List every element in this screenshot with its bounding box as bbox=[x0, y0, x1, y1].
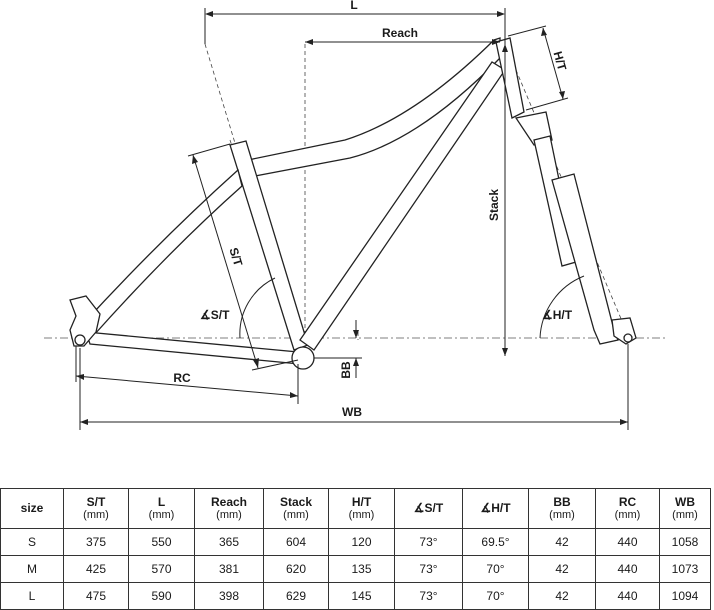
label-ht: H/T bbox=[550, 50, 569, 73]
cell-wb: 1058 bbox=[659, 528, 711, 556]
cell-reach: 365 bbox=[194, 528, 264, 556]
cell-st: 375 bbox=[63, 528, 129, 556]
geometry-table: size S/T(mm) L(mm) Reach(mm) Stack(mm) H… bbox=[0, 488, 711, 610]
angle-st: ∡S/T bbox=[200, 277, 276, 339]
label-reach: Reach bbox=[382, 26, 418, 40]
dimension-reach: Reach bbox=[305, 26, 500, 45]
col-ht: H/T(mm) bbox=[328, 488, 395, 529]
table-row: S 375 550 365 604 120 73° 69.5° 42 440 1… bbox=[0, 528, 711, 556]
col-reach: Reach(mm) bbox=[194, 488, 264, 529]
col-st-angle: ∡S/T bbox=[394, 488, 463, 529]
label-rc: RC bbox=[173, 371, 191, 385]
col-bb: BB(mm) bbox=[528, 488, 596, 529]
table-header-row: size S/T(mm) L(mm) Reach(mm) Stack(mm) H… bbox=[0, 488, 711, 529]
label-st-angle: ∡S/T bbox=[200, 308, 230, 322]
cell-size: L bbox=[0, 582, 64, 610]
col-l: L(mm) bbox=[128, 488, 195, 529]
label-ht-angle: ∡H/T bbox=[542, 308, 573, 322]
col-size: size bbox=[0, 488, 64, 529]
cell-ht: 145 bbox=[328, 582, 395, 610]
col-rc: RC(mm) bbox=[595, 488, 660, 529]
cell-ht-angle: 70° bbox=[462, 555, 529, 583]
cell-ht-angle: 70° bbox=[462, 582, 529, 610]
dimension-ht: H/T bbox=[507, 25, 569, 111]
cell-ht: 135 bbox=[328, 555, 395, 583]
bike-geometry-diagram: L Reach H/T Stack S/T ∡S/T bbox=[44, 0, 668, 430]
label-bb: BB bbox=[339, 361, 353, 379]
label-l: L bbox=[350, 0, 357, 12]
cell-ht: 120 bbox=[328, 528, 395, 556]
dimension-l: L bbox=[204, 0, 506, 44]
label-st: S/T bbox=[226, 246, 245, 269]
cell-bb: 42 bbox=[528, 528, 596, 556]
cell-size: M bbox=[0, 555, 64, 583]
cell-bb: 42 bbox=[528, 555, 596, 583]
cell-bb: 42 bbox=[528, 582, 596, 610]
cell-ht-angle: 69.5° bbox=[462, 528, 529, 556]
angle-ht: ∡H/T bbox=[539, 275, 585, 339]
label-wb: WB bbox=[342, 405, 362, 419]
cell-size: S bbox=[0, 528, 64, 556]
cell-st-angle: 73° bbox=[394, 582, 463, 610]
cell-reach: 398 bbox=[194, 582, 264, 610]
cell-rc: 440 bbox=[595, 555, 660, 583]
cell-stack: 629 bbox=[263, 582, 329, 610]
cell-stack: 620 bbox=[263, 555, 329, 583]
cell-stack: 604 bbox=[263, 528, 329, 556]
cell-l: 570 bbox=[128, 555, 195, 583]
col-stack: Stack(mm) bbox=[263, 488, 329, 529]
cell-st-angle: 73° bbox=[394, 555, 463, 583]
dimension-st: S/T bbox=[187, 143, 299, 371]
col-st: S/T(mm) bbox=[63, 488, 129, 529]
col-wb: WB(mm) bbox=[659, 488, 711, 529]
cell-wb: 1073 bbox=[659, 555, 711, 583]
cell-st: 475 bbox=[63, 582, 129, 610]
suspension-fork bbox=[514, 111, 637, 345]
dimension-stack: Stack bbox=[487, 44, 508, 356]
col-ht-angle: ∡H/T bbox=[462, 488, 529, 529]
cell-st-angle: 73° bbox=[394, 528, 463, 556]
cell-reach: 381 bbox=[194, 555, 264, 583]
cell-l: 550 bbox=[128, 528, 195, 556]
cell-rc: 440 bbox=[595, 582, 660, 610]
cell-l: 590 bbox=[128, 582, 195, 610]
cell-st: 425 bbox=[63, 555, 129, 583]
dimension-bb: BB bbox=[314, 320, 362, 379]
cell-wb: 1094 bbox=[659, 582, 711, 610]
table-row: M 425 570 381 620 135 73° 70° 42 440 107… bbox=[0, 555, 711, 583]
label-stack: Stack bbox=[487, 189, 501, 221]
dimension-wb: WB bbox=[79, 344, 629, 430]
table-row: L 475 590 398 629 145 73° 70° 42 440 109… bbox=[0, 582, 711, 610]
cell-rc: 440 bbox=[595, 528, 660, 556]
bike-frame bbox=[69, 37, 525, 370]
